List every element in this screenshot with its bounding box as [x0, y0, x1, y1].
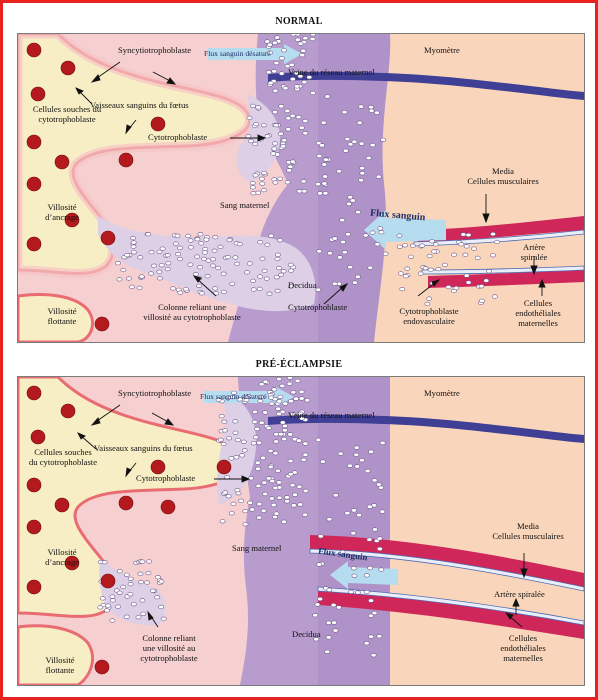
cell-column [99, 559, 166, 626]
red-cells [26, 385, 232, 675]
myometrium [374, 34, 584, 342]
cell-pattern [115, 34, 500, 307]
maternal-vein [268, 414, 584, 443]
spiral-artery-upper [418, 216, 584, 242]
label-syncytiotrophoblaste: Syncytiotrophoblaste [118, 388, 192, 398]
preeclampsia-panel: Syncytiotrophoblaste Flux sanguin désatu… [17, 376, 585, 686]
label-spiral-artery: Artère spiralée [494, 589, 545, 599]
label-fetal-vessels: Vaisseaux sanguins du fœtus [90, 100, 189, 110]
label-vein: Veine du réseau maternel [288, 410, 375, 420]
normal-illustration [18, 34, 584, 342]
maternal-vein [268, 71, 584, 100]
label-cytotrophoblast: Cytotrophoblaste [148, 132, 208, 142]
label-vein: Veine du réseau maternel [288, 67, 375, 77]
panel-title-preeclampsia: PRÉ-ÉCLAMPSIE [255, 359, 343, 370]
flow-arrow [364, 210, 446, 250]
preeclampsia-illustration [18, 377, 584, 685]
red-cells [26, 42, 166, 332]
label-desaturated-flow: Flux sanguin désaturé [200, 392, 267, 401]
label-decidua: Decidua [292, 629, 321, 639]
floating-villus [18, 293, 94, 342]
label-decidua: Decidua [288, 280, 317, 290]
desaturated-flow-arrow [208, 44, 302, 64]
normal-panel: Syncytiotrophoblaste Flux sanguin désatu… [17, 33, 585, 343]
spiral-artery-lower [318, 591, 584, 639]
label-myometre: Myomètre [424, 388, 460, 398]
label-myometre: Myomètre [424, 45, 460, 55]
cell-pattern [97, 377, 386, 658]
label-fetal-vessels: Vaisseaux sanguins du fœtus [94, 443, 193, 453]
label-maternal-blood: Sang maternel [220, 200, 270, 210]
floating-villus [18, 624, 94, 685]
label-maternal-blood: Sang maternel [232, 543, 282, 553]
label-syncytiotrophoblaste: Syncytiotrophoblaste [118, 45, 192, 55]
label-cytotrophoblast: Cytotrophoblaste [136, 473, 196, 483]
label-desaturated-flow: Flux sanguin désaturé [204, 49, 271, 58]
label-cytotrophoblast-2: Cytotrophoblaste [288, 302, 348, 312]
panel-title-normal: NORMAL [275, 16, 323, 27]
